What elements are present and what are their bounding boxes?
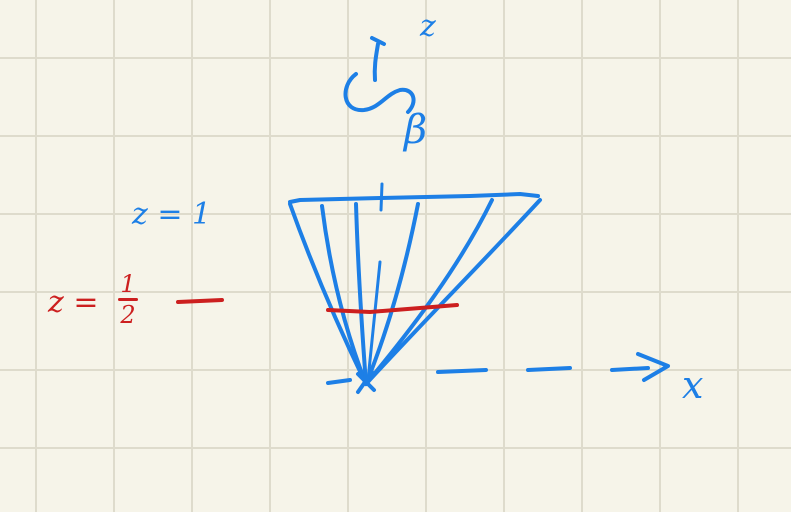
rotation-arrow-icon (343, 36, 416, 114)
cone-generator-1 (320, 204, 368, 386)
cone-drawing (288, 182, 670, 394)
z-axis-top-tick (379, 182, 384, 212)
rotation-circle (343, 72, 416, 114)
z-axis-inside-cone (366, 260, 382, 382)
plane-z1-label: z = 1 (132, 197, 212, 232)
cone-generator-3 (364, 202, 420, 386)
cone-vertex (356, 370, 376, 394)
cone-generator-2 (354, 202, 368, 386)
fraction-bar (118, 298, 138, 301)
x-axis-dash-2 (526, 366, 572, 372)
plane-half-lhs: z = (48, 285, 99, 320)
z-axis-label: z (420, 9, 436, 44)
plane-half-fraction: 1 2 (118, 272, 138, 327)
x-axis-dash-3 (610, 366, 650, 372)
plane-half-numerator: 1 (120, 270, 136, 298)
plane-half-pointer (176, 298, 224, 304)
x-axis-dash-1 (436, 368, 488, 374)
x-axis-arrowhead (636, 352, 670, 382)
beta-label: β (404, 107, 428, 153)
plane-half-drawing (176, 298, 459, 315)
rotation-axis-arrowhead (370, 36, 386, 46)
rotation-axis (372, 42, 380, 82)
cone-edge-left (288, 202, 368, 386)
plane-half-line (326, 303, 459, 315)
x-axis-stub (326, 378, 352, 385)
cone-rim (288, 192, 540, 204)
x-axis-label: x (682, 363, 704, 407)
plane-half-denominator: 2 (120, 301, 136, 329)
cone-generator-4 (364, 198, 494, 386)
